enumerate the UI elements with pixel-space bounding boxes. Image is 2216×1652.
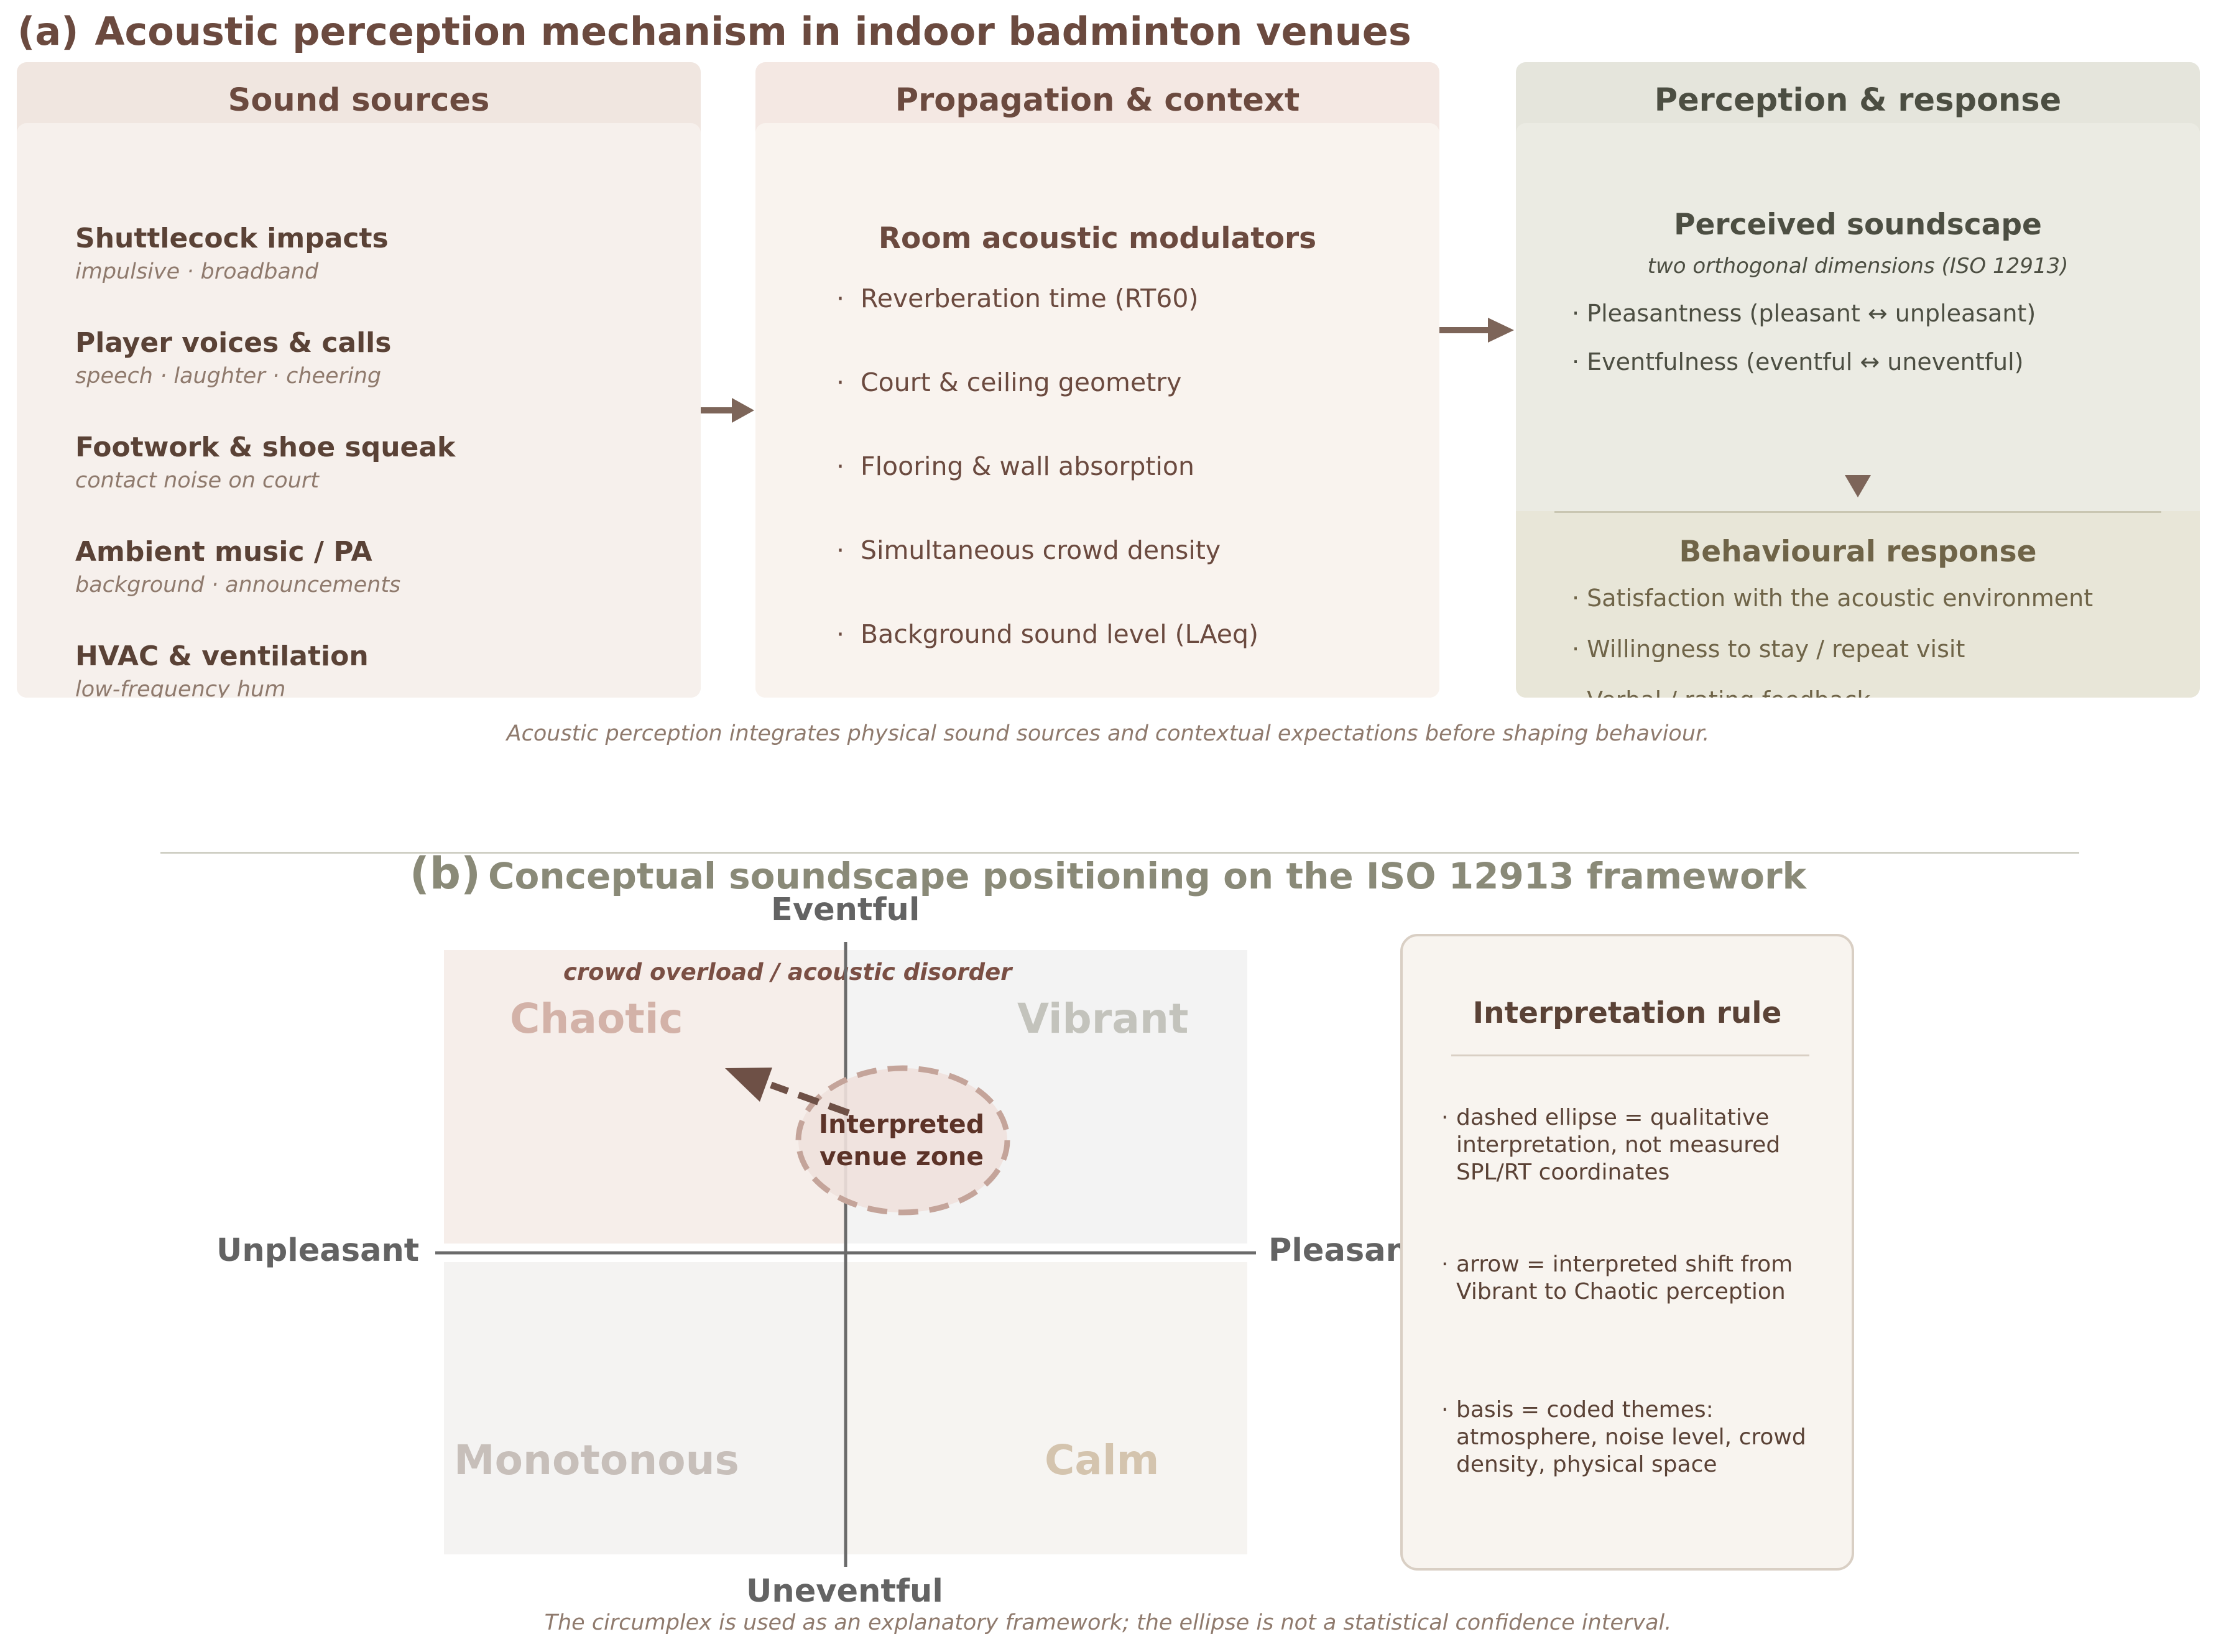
interpretation-rule-panel: Interpretation rule · dashed ellipse = qu…	[1400, 934, 1854, 1571]
response-title: Behavioural response	[1679, 535, 2037, 569]
bullet: ·	[836, 451, 845, 481]
figure-b-title: (b)Conceptual soundscape positioning on …	[0, 848, 2216, 899]
interpreted-zone-label: Interpreted venue zone	[808, 1108, 995, 1173]
response-item: · Verbal / rating feedback	[1572, 686, 1870, 698]
soundscape-subtitle: two orthogonal dimensions (ISO 12913)	[1647, 254, 2069, 279]
figure-b-tag: (b)	[409, 848, 481, 899]
flow-arrow-icon	[701, 398, 754, 423]
source-name: Footwork & shoe squeak	[75, 431, 456, 463]
bullet: ·	[836, 619, 845, 649]
bullet: ·	[836, 367, 845, 397]
modulator-label: Court & ceiling geometry	[861, 367, 1182, 397]
quadrant-monotonous	[444, 1262, 846, 1554]
modulator-item: · Reverberation time (RT60)	[836, 284, 1198, 313]
quadrant-label-chaotic: Chaotic	[510, 995, 683, 1043]
modulator-label: Simultaneous crowd density	[861, 535, 1221, 565]
quadrant-chaotic	[444, 950, 846, 1244]
soundscape-dimension: · Eventfulness (eventful ↔ uneventful)	[1572, 348, 2024, 376]
propagation-body: Room acoustic modulators · Reverberation …	[755, 123, 1439, 698]
source-item: HVAC & ventilation low-frequency hum	[75, 640, 369, 698]
legend-item-text: arrow = interpreted shift from Vibrant t…	[1456, 1252, 1793, 1304]
sound-sources-panel: Sound sources Shuttlecock impacts impuls…	[17, 62, 701, 698]
legend-item-text: basis = coded themes: atmosphere, noise …	[1456, 1397, 1806, 1477]
bullet: ·	[836, 284, 845, 313]
source-name: Player voices & calls	[75, 327, 392, 359]
figure-b-title-text: Conceptual soundscape positioning on the…	[487, 855, 1807, 897]
source-desc: speech · laughter · cheering	[75, 364, 382, 389]
bullet: ·	[1441, 1252, 1449, 1277]
axis-label-uneventful: Uneventful	[746, 1573, 943, 1610]
source-desc: background · announcements	[75, 573, 401, 598]
modulator-label: Flooring & wall absorption	[861, 451, 1194, 481]
legend-item-text: dashed ellipse = qualitative interpretat…	[1456, 1105, 1781, 1185]
quadrant-label-vibrant: Vibrant	[1017, 995, 1189, 1043]
source-name: Shuttlecock impacts	[75, 223, 389, 254]
source-name: HVAC & ventilation	[75, 640, 369, 672]
divider	[1451, 1054, 1809, 1056]
annotation-crowd-overload: crowd overload / acoustic disorder	[563, 959, 1012, 985]
perception-header: Perception & response	[1654, 82, 2062, 119]
legend-item: · dashed ellipse = qualitative interpreta…	[1441, 1104, 1842, 1186]
sound-sources-header: Sound sources	[228, 82, 490, 119]
propagation-panel: Propagation & context Room acoustic modu…	[755, 62, 1439, 698]
figure-a-title-text: Acoustic perception mechanism in indoor …	[95, 9, 1411, 54]
perception-body: Perceived soundscape two orthogonal dime…	[1516, 123, 2200, 698]
source-desc: impulsive · broadband	[75, 259, 319, 284]
legend-item: · basis = coded themes: atmosphere, noise…	[1441, 1396, 1842, 1479]
figure-a-tag: (a)	[17, 9, 79, 54]
shift-arrow-line	[770, 1081, 850, 1117]
quadrant-calm	[846, 1262, 1247, 1554]
caption-b: The circumplex is used as an explanatory…	[544, 1610, 1672, 1635]
flow-arrow-icon	[1439, 318, 1514, 343]
axis-label-unpleasant: Unpleasant	[216, 1232, 420, 1269]
source-desc: contact noise on court	[75, 468, 319, 493]
zone-label-line: venue zone	[819, 1142, 984, 1171]
source-item: Shuttlecock impacts impulsive · broadban…	[75, 223, 389, 284]
quadrant-label-calm: Calm	[1045, 1436, 1160, 1484]
propagation-header: Propagation & context	[895, 82, 1300, 119]
legend-item: · arrow = interpreted shift from Vibrant …	[1441, 1251, 1842, 1306]
response-item: · Willingness to stay / repeat visit	[1572, 635, 1965, 663]
modulator-label: Background sound level (LAeq)	[861, 619, 1259, 649]
bullet: ·	[836, 535, 845, 565]
interpretation-rule-title: Interpretation rule	[1472, 996, 1782, 1030]
quadrant-label-monotonous: Monotonous	[454, 1436, 739, 1484]
axis-label-eventful: Eventful	[771, 892, 920, 928]
modulator-item: · Court & ceiling geometry	[836, 367, 1181, 397]
caption-a: Acoustic perception integrates physical …	[506, 721, 1710, 746]
source-item: Ambient music / PA background · announce…	[75, 536, 400, 598]
modulator-item: · Flooring & wall absorption	[836, 451, 1194, 481]
shift-arrow-head	[725, 1068, 772, 1102]
perception-panel: Perception & response Perceived soundsca…	[1516, 62, 2200, 698]
axis-label-pleasant: Pleasant	[1268, 1232, 1424, 1269]
modulators-title: Room acoustic modulators	[878, 221, 1317, 256]
sound-sources-body: Shuttlecock impacts impulsive · broadban…	[17, 123, 701, 698]
bullet: ·	[1441, 1105, 1449, 1130]
bullet: ·	[1441, 1397, 1449, 1423]
soundscape-title: Perceived soundscape	[1674, 208, 2042, 242]
source-item: Player voices & calls speech · laughter …	[75, 327, 391, 389]
down-arrow-icon	[1845, 475, 1871, 497]
soundscape-dimension: · Pleasantness (pleasant ↔ unpleasant)	[1572, 300, 2036, 327]
source-name: Ambient music / PA	[75, 536, 372, 568]
response-item: · Satisfaction with the acoustic environ…	[1572, 584, 2094, 612]
section-divider	[160, 852, 2079, 854]
interpreted-zone-ellipse	[795, 1065, 1010, 1216]
source-desc: low-frequency hum	[75, 677, 286, 698]
zone-label-line: Interpreted	[818, 1109, 985, 1139]
behavioural-response-area: Behavioural response · Satisfaction with…	[1516, 511, 2200, 698]
modulator-item: · Simultaneous crowd density	[836, 535, 1221, 565]
modulator-label: Reverberation time (RT60)	[861, 284, 1199, 313]
figure-a-title: (a) Acoustic perception mechanism in indo…	[17, 9, 1411, 54]
divider	[1554, 511, 2161, 513]
modulator-item: · Background sound level (LAeq)	[836, 619, 1258, 649]
source-item: Footwork & shoe squeak contact noise on …	[75, 431, 455, 493]
